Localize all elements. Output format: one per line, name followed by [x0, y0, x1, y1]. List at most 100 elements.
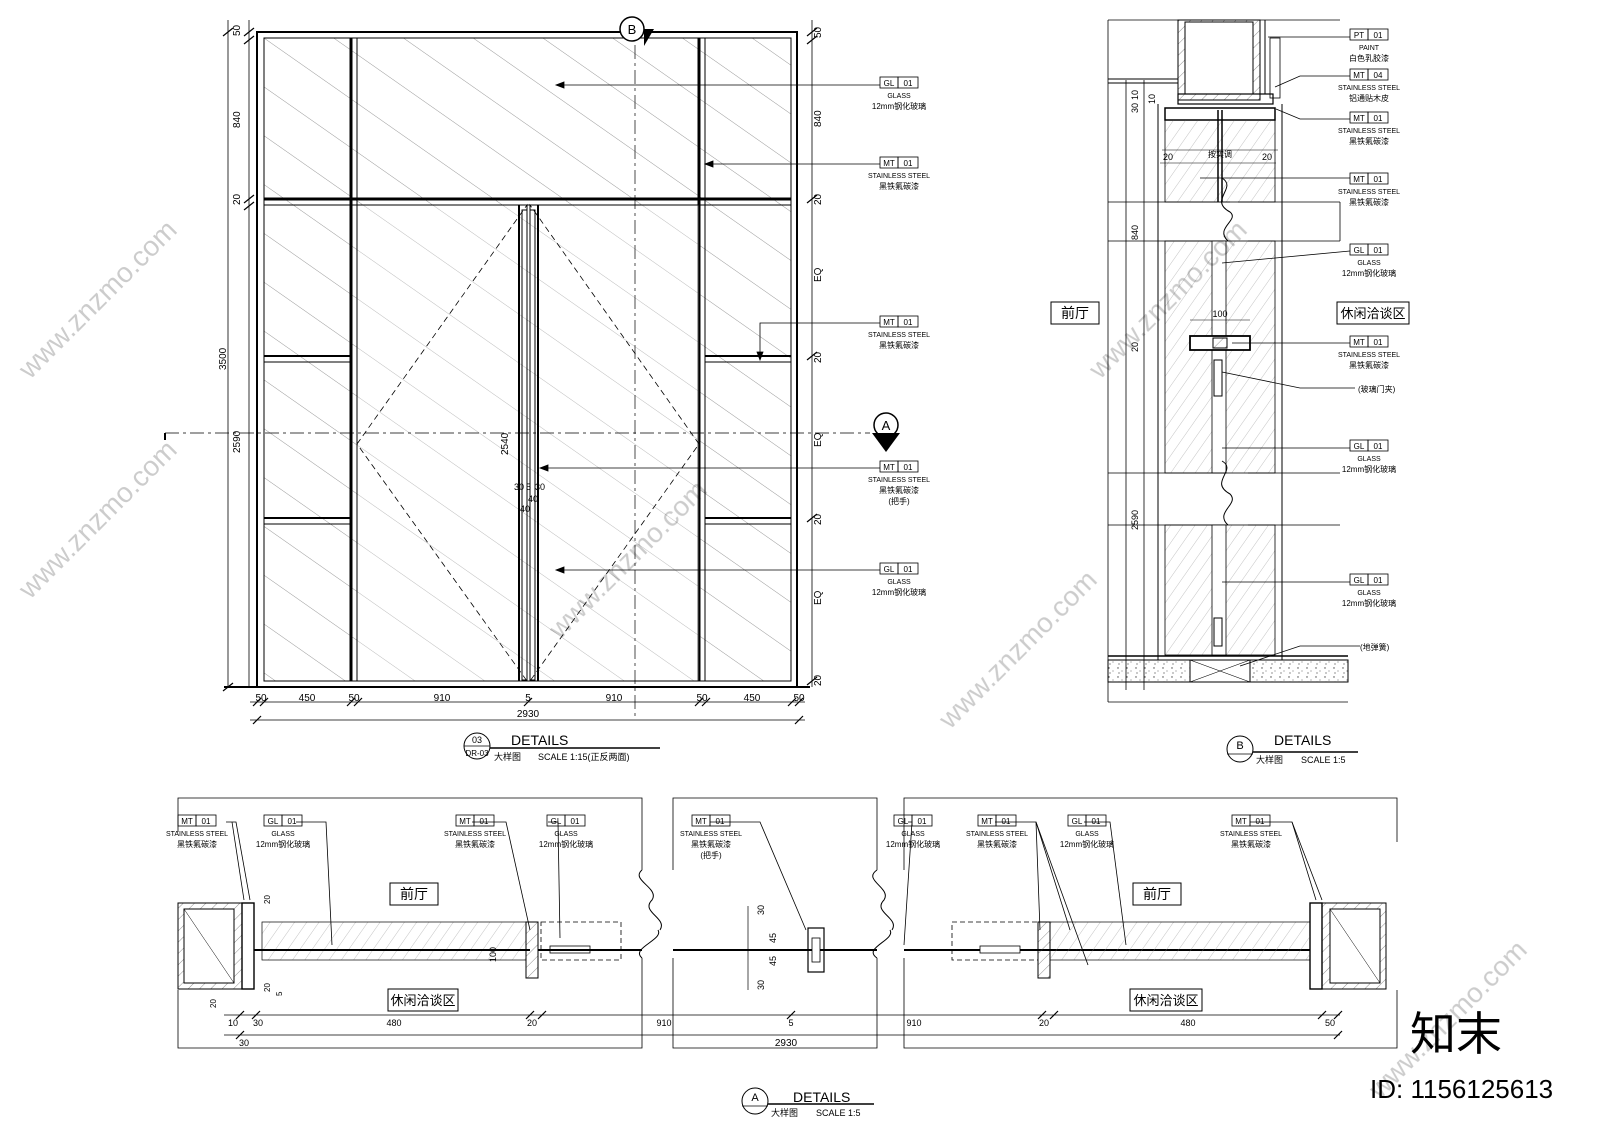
svg-text:黑铁氟碳漆: 黑铁氟碳漆 — [177, 839, 217, 849]
dim-right-5: 20 — [813, 351, 824, 363]
dim-a-3: 480 — [386, 1018, 401, 1028]
section-b-callout-3: MT 01 STAINLESS STEEL 黑铁氟碳漆 — [1338, 111, 1400, 146]
svg-text:STAINLESS STEEL: STAINLESS STEEL — [1220, 831, 1282, 838]
svg-text:12mm钢化玻璃: 12mm钢化玻璃 — [1060, 839, 1114, 849]
section-b-leaf-text: 按实调 — [1208, 149, 1232, 159]
svg-text:GLASS: GLASS — [887, 579, 911, 586]
elevation-title-label: DETAILS — [511, 732, 568, 748]
dim-b-3: 10 — [1147, 94, 1157, 104]
svg-text:01: 01 — [1374, 31, 1383, 40]
dim-a-edge-4: 5 — [275, 991, 284, 996]
svg-text:MT: MT — [883, 318, 895, 327]
svg-text:GL: GL — [1354, 246, 1365, 255]
svg-text:01: 01 — [1374, 114, 1383, 123]
svg-text:MT: MT — [695, 817, 707, 826]
svg-text:前厅: 前厅 — [400, 886, 428, 902]
svg-text:GL: GL — [884, 565, 895, 574]
svg-text:01: 01 — [1374, 338, 1383, 347]
dim-a-10: 50 — [1325, 1018, 1335, 1028]
elevation-callout-4: MT 01 STAINLESS STEEL 黑铁氟碳漆 (把手) — [868, 460, 930, 506]
section-b-title-scale: SCALE 1:5 — [1301, 755, 1346, 765]
svg-text:黑铁氟碳漆: 黑铁氟碳漆 — [977, 839, 1017, 849]
svg-text:(把手): (把手) — [888, 496, 910, 506]
dim-b-4: 840 — [1130, 225, 1140, 240]
dim-a-4: 20 — [527, 1018, 537, 1028]
section-a-room-front-left: 前厅 — [389, 882, 439, 906]
svg-text:01: 01 — [571, 817, 580, 826]
svg-text:GL: GL — [268, 817, 279, 826]
section-mark-a-label: A — [882, 418, 891, 433]
svg-text:休闲洽谈区: 休闲洽谈区 — [1340, 306, 1405, 321]
svg-text:黑铁氟碳漆: 黑铁氟碳漆 — [1349, 136, 1389, 146]
svg-text:GLASS: GLASS — [1357, 260, 1381, 267]
svg-text:12mm钢化玻璃: 12mm钢化玻璃 — [1342, 464, 1396, 474]
svg-text:01: 01 — [716, 817, 725, 826]
section-b-callout-2: MT 04 STAINLESS STEEL 铝通贴木皮 — [1338, 68, 1400, 103]
svg-text:(把手): (把手) — [700, 850, 722, 860]
svg-text:01: 01 — [480, 817, 489, 826]
dim-b-6: 2590 — [1130, 510, 1140, 530]
svg-text:12mm钢化玻璃: 12mm钢化玻璃 — [256, 839, 310, 849]
section-a-drawing — [177, 797, 1398, 1049]
svg-text:STAINLESS STEEL: STAINLESS STEEL — [680, 831, 742, 838]
svg-text:铝通贴木皮: 铝通贴木皮 — [1349, 93, 1389, 103]
svg-text:STAINLESS STEEL: STAINLESS STEEL — [444, 831, 506, 838]
dim-bottom-8: 450 — [744, 693, 761, 704]
elevation-title-scale: SCALE 1:15(正反两面) — [538, 752, 630, 762]
section-b-callout-8: GL 01 GLASS 12mm钢化玻璃 — [1342, 573, 1396, 608]
section-b-callout-7: GL 01 GLASS 12mm钢化玻璃 — [1342, 439, 1396, 474]
svg-text:MT: MT — [1353, 71, 1365, 80]
dim-left-2: 840 — [232, 111, 243, 128]
svg-text:GLASS: GLASS — [1357, 590, 1381, 597]
dim-handle-3: 30 — [535, 482, 545, 492]
dim-b-8: 20 — [1262, 152, 1272, 162]
dim-a-7: 910 — [906, 1018, 921, 1028]
elevation-left-dimensions: 50 840 20 3500 2590 — [218, 20, 255, 692]
dim-handle-5: 40 — [520, 504, 530, 514]
svg-text:MT: MT — [1353, 338, 1365, 347]
section-b-note-floor-spring: (地弹簧) — [1360, 642, 1390, 652]
svg-text:黑铁氟碳漆: 黑铁氟碳漆 — [1349, 360, 1389, 370]
svg-text:01: 01 — [288, 817, 297, 826]
svg-text:01: 01 — [1374, 246, 1383, 255]
svg-text:黑铁氟碳漆: 黑铁氟碳漆 — [455, 839, 495, 849]
svg-text:MT: MT — [459, 817, 471, 826]
svg-text:GL: GL — [898, 817, 909, 826]
svg-text:01: 01 — [1256, 817, 1265, 826]
svg-text:STAINLESS STEEL: STAINLESS STEEL — [868, 173, 930, 180]
section-b-title-mark: B — [1236, 740, 1243, 752]
dim-a-thickness: 100 — [488, 947, 498, 962]
dim-bottom-3: 50 — [348, 693, 360, 704]
section-a-room-front-right: 前厅 — [1132, 882, 1182, 906]
dim-a-edge-2: 20 — [263, 983, 272, 992]
elevation-leaders — [538, 81, 880, 574]
dim-a-center-1: 30 — [756, 905, 766, 915]
svg-text:01: 01 — [918, 817, 927, 826]
section-b-callout-1: PT 01 PAINT 白色乳胶漆 — [1349, 28, 1389, 63]
svg-text:MT: MT — [1353, 114, 1365, 123]
dim-right-6: EQ — [813, 432, 824, 447]
svg-text:休闲洽谈区: 休闲洽谈区 — [390, 993, 455, 1008]
section-a-callout-7: MT 01 STAINLESS STEEL 黑铁氟碳漆 — [966, 814, 1028, 849]
svg-text:黑铁氟碳漆: 黑铁氟碳漆 — [1349, 197, 1389, 207]
svg-text:12mm钢化玻璃: 12mm钢化玻璃 — [539, 839, 593, 849]
svg-text:01: 01 — [1092, 817, 1101, 826]
dim-a-6: 5 — [788, 1018, 793, 1028]
watermark-logo: 知末 ID: 1156125613 — [1370, 1008, 1553, 1104]
dim-left-1: 50 — [232, 24, 243, 36]
elevation-callout-5: GL 01 GLASS 12mm钢化玻璃 — [872, 562, 926, 597]
section-a-title-mark: A — [751, 1092, 759, 1104]
svg-text:MT: MT — [883, 159, 895, 168]
svg-text:01: 01 — [1374, 175, 1383, 184]
svg-text:GL: GL — [1072, 817, 1083, 826]
svg-text:01: 01 — [1002, 817, 1011, 826]
svg-text:PAINT: PAINT — [1359, 45, 1380, 52]
dim-a-1: 10 — [228, 1018, 238, 1028]
dim-a-2: 30 — [253, 1018, 263, 1028]
dim-b-5: 20 — [1130, 342, 1140, 352]
dim-b-2: 30 — [1130, 103, 1140, 113]
svg-text:MT: MT — [981, 817, 993, 826]
section-b-title-cn: 大样图 — [1256, 754, 1283, 765]
svg-text:MT: MT — [1235, 817, 1247, 826]
section-a-callout-8: GL 01 GLASS 12mm钢化玻璃 — [1060, 814, 1114, 849]
